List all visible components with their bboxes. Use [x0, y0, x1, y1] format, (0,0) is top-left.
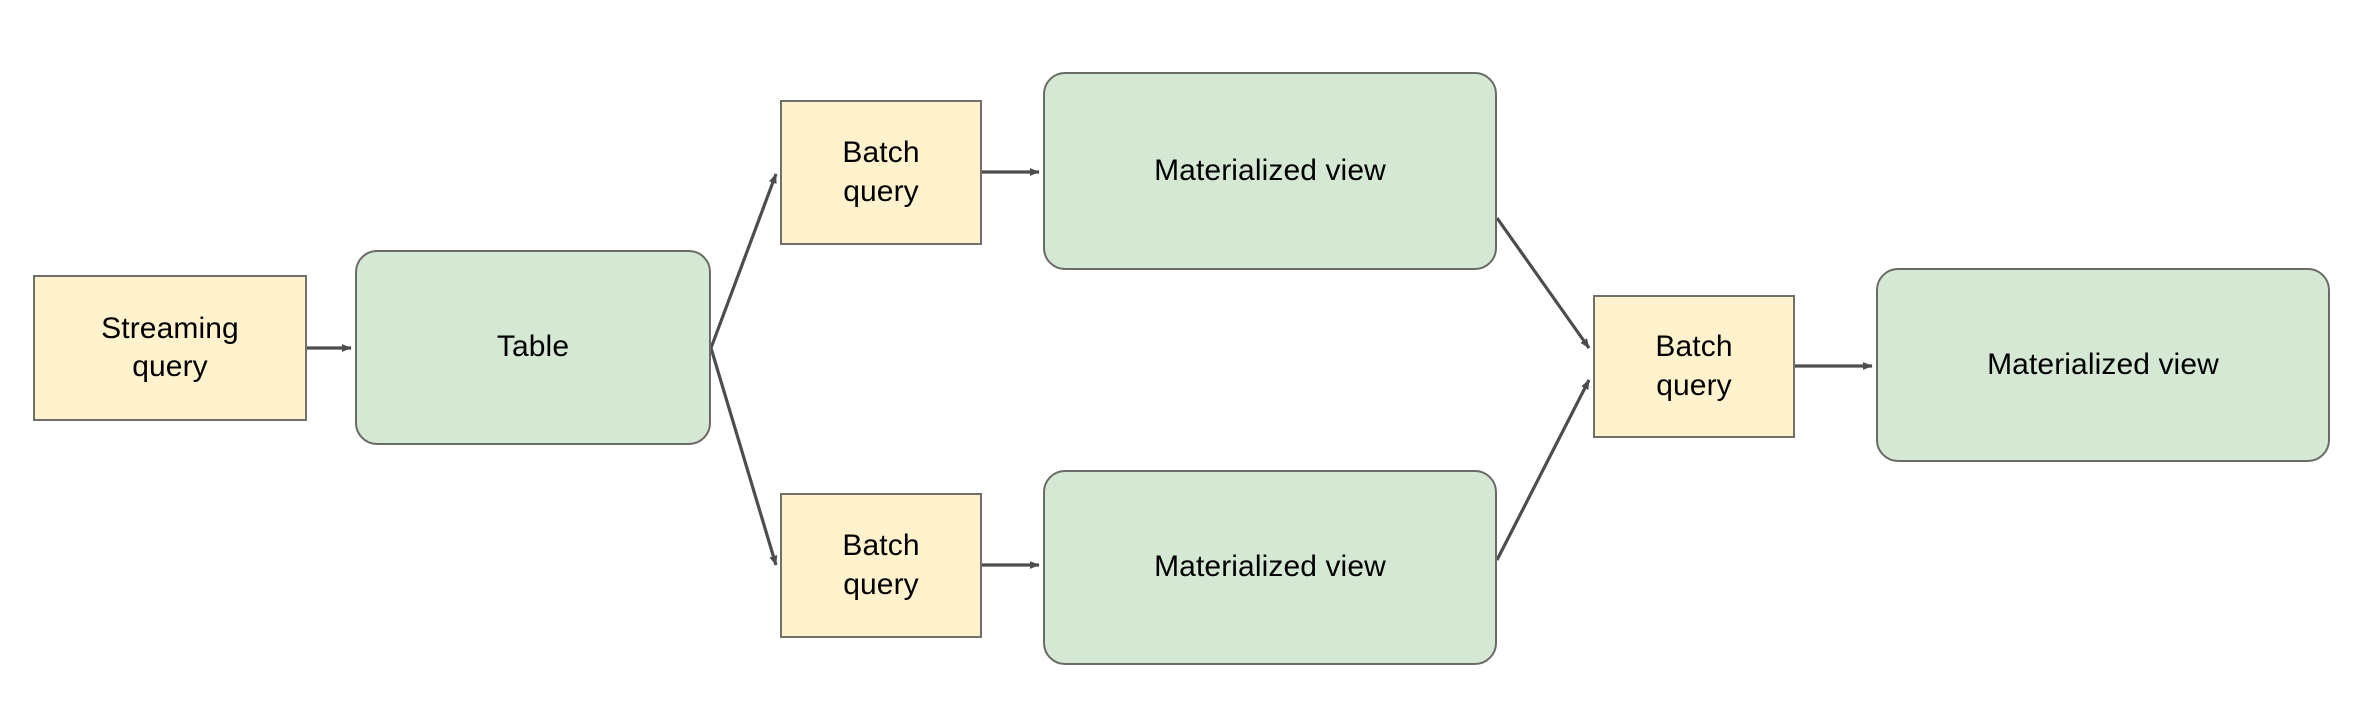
- node-label-batch-query-bottom: Batch query: [842, 529, 920, 601]
- node-materialized-view-final[interactable]: Materialized view: [1876, 268, 2330, 462]
- edge-table-to-batch-query-top: [709, 173, 778, 349]
- edge-table-to-batch-query-bottom: [709, 347, 778, 566]
- node-label-materialized-view-final: Materialized view: [1987, 347, 2219, 381]
- node-batch-query-top[interactable]: Batch query: [780, 100, 982, 245]
- edge-materialized-view-bottom-to-batch-query-join: [1495, 379, 1591, 561]
- node-label-table: Table: [496, 330, 570, 364]
- node-batch-query-join[interactable]: Batch query: [1593, 295, 1795, 438]
- node-label-materialized-view-top: Materialized view: [1154, 153, 1386, 187]
- node-materialized-view-bottom[interactable]: Materialized view: [1043, 470, 1497, 665]
- node-batch-query-bottom[interactable]: Batch query: [780, 493, 982, 638]
- node-table[interactable]: Table: [355, 250, 711, 445]
- node-label-streaming-query: Streaming query: [101, 311, 239, 383]
- node-label-batch-query-join: Batch query: [1655, 330, 1733, 402]
- node-streaming-query[interactable]: Streaming query: [33, 275, 307, 421]
- edge-materialized-view-top-to-batch-query-join: [1495, 217, 1591, 349]
- node-label-materialized-view-bottom: Materialized view: [1154, 550, 1386, 584]
- node-materialized-view-top[interactable]: Materialized view: [1043, 72, 1497, 270]
- node-label-batch-query-top: Batch query: [842, 136, 920, 208]
